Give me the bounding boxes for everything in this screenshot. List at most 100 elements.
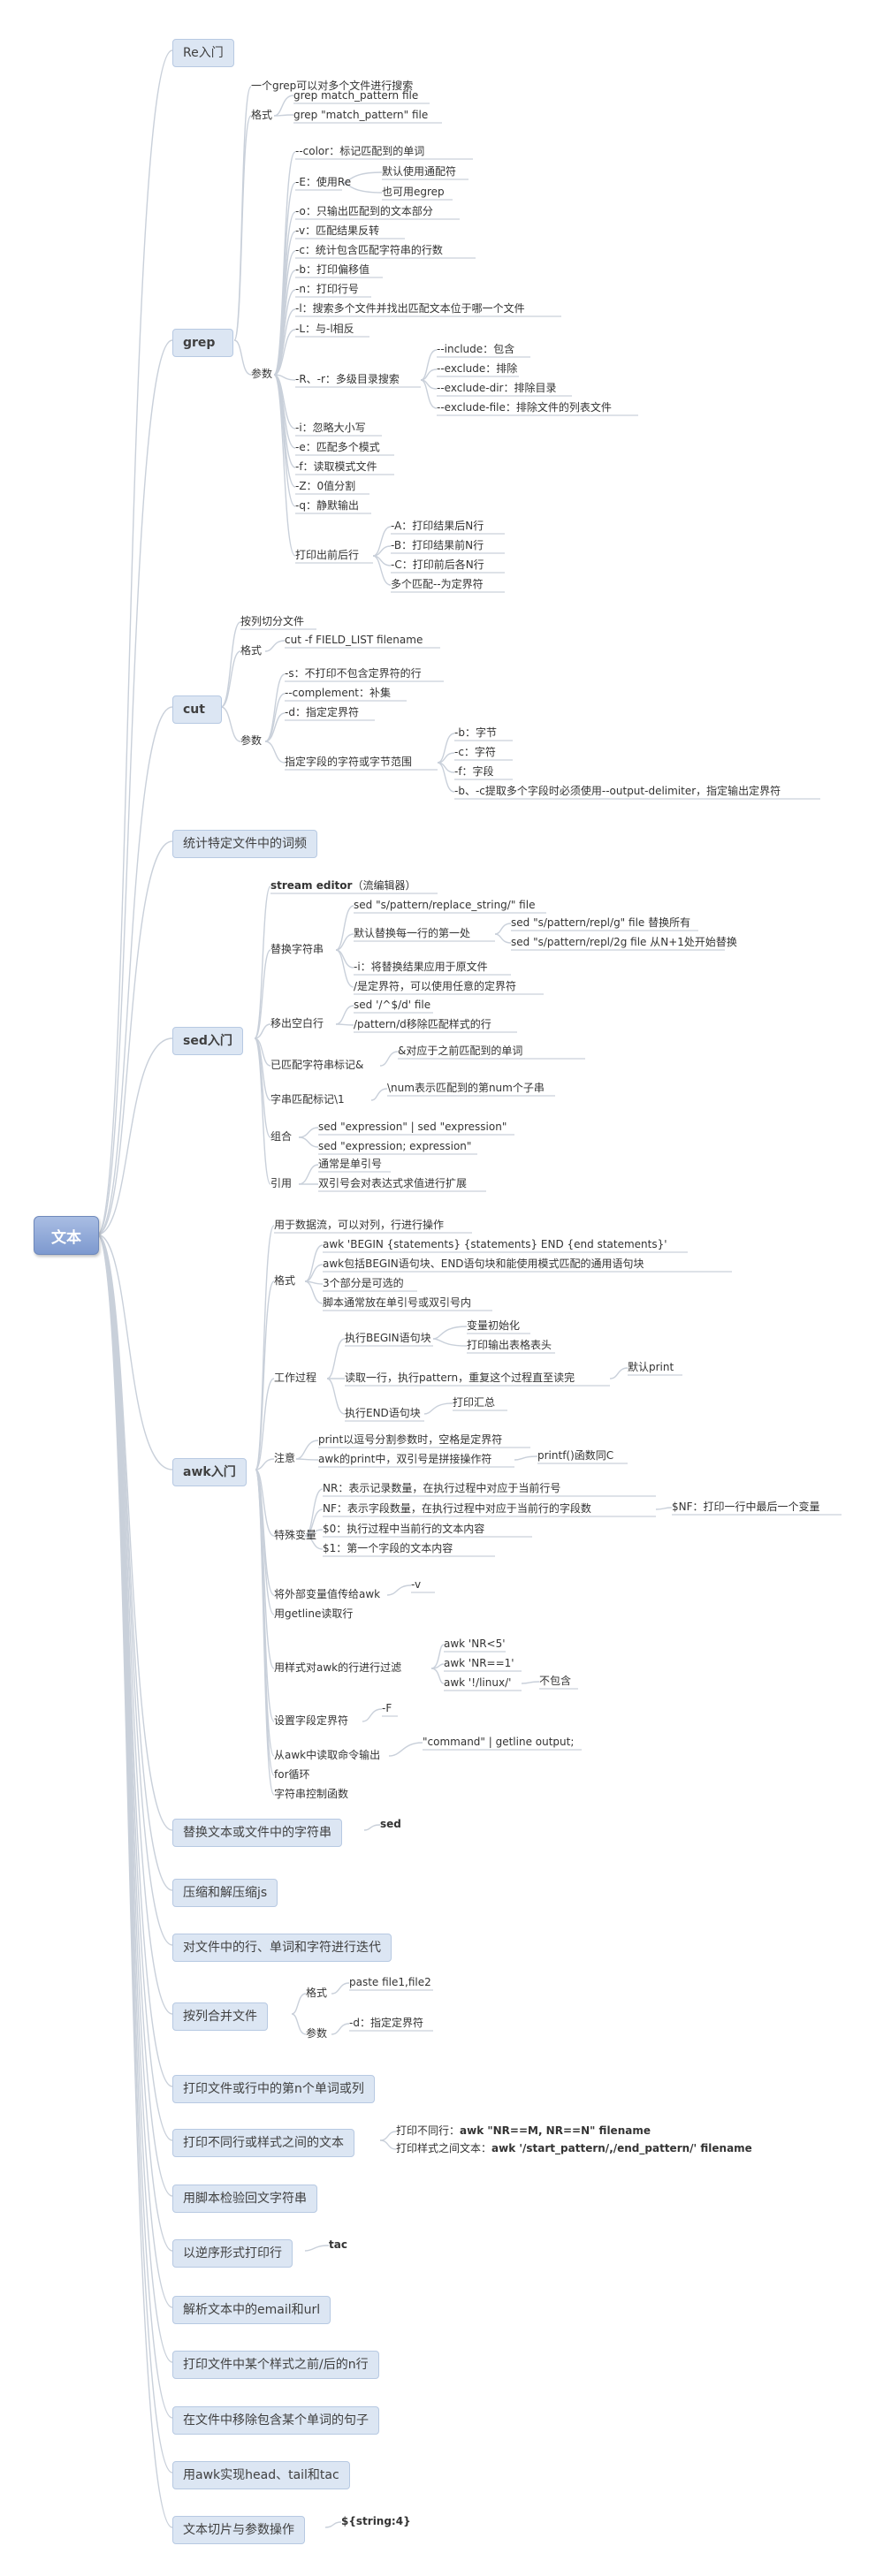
grep-format[interactable]: 格式 (251, 109, 273, 121)
awk-var-NF-last[interactable]: $NF：打印一行中最后一个变量 (672, 1501, 820, 1513)
awk-for-loop[interactable]: for循环 (274, 1768, 310, 1781)
awk-process-end-1[interactable]: 打印汇总 (453, 1396, 496, 1409)
grep-param-context[interactable]: 打印出前后行 (295, 549, 360, 561)
grep-param-L[interactable]: -L：与-l相反 (295, 323, 354, 335)
sed-replace-1[interactable]: sed "s/pattern/replace_string/" file (354, 899, 536, 911)
branch-replace[interactable]: 替换文本或文件中的字符串 (172, 1819, 342, 1847)
merge-param-d[interactable]: -d：指定定界符 (349, 2017, 423, 2029)
grep-param-E-2[interactable]: 也可用egrep (382, 186, 445, 198)
sed-replace[interactable]: 替换字符串 (270, 943, 324, 955)
merge-format[interactable]: 格式 (306, 1987, 328, 1999)
branch-before-after[interactable]: 打印文件中某个样式之前/后的n行 (172, 2351, 379, 2379)
awk-process-read-1[interactable]: 默认print (628, 1361, 674, 1373)
awk-format-2[interactable]: awk包括BEGIN语句块、END语句块和能使用模式匹配的通用语句块 (323, 1258, 644, 1270)
grep-param-R-exclude[interactable]: --exclude：排除 (437, 362, 518, 375)
awk-process-begin-2[interactable]: 打印输出表格表头 (467, 1339, 552, 1351)
awk-command-output-1[interactable]: "command" | getline output; (423, 1736, 575, 1748)
awk-vars[interactable]: 特殊变量 (274, 1529, 317, 1541)
sed-combo-1[interactable]: sed "expression" | sed "expression" (318, 1121, 507, 1133)
awk-external-var[interactable]: 将外部变量值传给awk (274, 1588, 381, 1600)
reverse-tac[interactable]: tac (329, 2238, 347, 2251)
branch-awk[interactable]: awk入门 (172, 1458, 247, 1486)
merge-format-1[interactable]: paste file1,file2 (349, 1976, 431, 1988)
sed-replace-4[interactable]: /是定界符，可以使用任意的定界符 (354, 980, 517, 992)
grep-param-i[interactable]: -i：忽略大小写 (295, 422, 366, 434)
awk-delimiter[interactable]: 设置字段定界符 (274, 1714, 349, 1727)
grep-format-1[interactable]: grep match_pattern file (293, 89, 419, 102)
sed-quote-1[interactable]: 通常是单引号 (318, 1158, 383, 1170)
branch-remove-sentence[interactable]: 在文件中移除包含某个单词的句子 (172, 2406, 379, 2435)
awk-external-var-v[interactable]: -v (411, 1578, 422, 1591)
sed-amp-1[interactable]: &对应于之前匹配到的单词 (398, 1045, 523, 1057)
awk-string-functions[interactable]: 字符串控制函数 (274, 1788, 349, 1800)
replace-sed[interactable]: sed (380, 1818, 401, 1830)
branch-sed[interactable]: sed入门 (172, 1027, 243, 1055)
awk-format-3[interactable]: 3个部分是可选的 (323, 1277, 404, 1289)
merge-params[interactable]: 参数 (306, 2027, 328, 2040)
between-patterns[interactable]: 打印样式之间文本：awk '/start_pattern/,/end_patte… (396, 2142, 752, 2154)
grep-param-R-exclude-dir[interactable]: --exclude-dir：排除目录 (437, 382, 557, 394)
cut-range-b[interactable]: -b：字节 (454, 726, 497, 739)
awk-delimiter-F[interactable]: -F (382, 1702, 392, 1714)
awk-var-0[interactable]: $0：执行过程中当前行的文本内容 (323, 1523, 485, 1535)
awk-var-1[interactable]: $1：第一个字段的文本内容 (323, 1542, 453, 1554)
branch-cut[interactable]: cut (172, 695, 222, 724)
cut-range-f[interactable]: -f：字段 (454, 765, 494, 778)
grep-param-o[interactable]: -o：只输出匹配到的文本部分 (295, 205, 433, 217)
awk-note-2[interactable]: awk的print中，双引号是拼接操作符 (318, 1453, 492, 1465)
slicing-expression[interactable]: ${string:4} (341, 2515, 411, 2527)
awk-filter[interactable]: 用样式对awk的行进行过滤 (274, 1661, 402, 1674)
grep-multi-file[interactable]: 一个grep可以对多个文件进行搜索 (251, 80, 414, 92)
grep-param-q[interactable]: -q：静默输出 (295, 499, 359, 512)
branch-palindrome[interactable]: 用脚本检验回文字符串 (172, 2185, 317, 2213)
sed-quote-2[interactable]: 双引号会对表达式求值进行扩展 (318, 1177, 468, 1189)
awk-process[interactable]: 工作过程 (274, 1372, 317, 1384)
cut-params[interactable]: 参数 (240, 734, 263, 747)
awk-note[interactable]: 注意 (274, 1452, 296, 1464)
grep-param-b[interactable]: -b：打印偏移值 (295, 263, 369, 276)
awk-intro[interactable]: 用于数据流，可以对列，行进行操作 (274, 1219, 445, 1231)
between-lines[interactable]: 打印不同行：awk "NR==M, NR==N" filename (396, 2124, 651, 2137)
grep-param-n[interactable]: -n：打印行号 (295, 283, 359, 295)
cut-range-bc[interactable]: -b、-c提取多个字段时必须使用--output-delimiter，指定输出定… (454, 785, 781, 797)
awk-format-1[interactable]: awk 'BEGIN {statements} {statements} END… (323, 1238, 667, 1250)
branch-nth-word[interactable]: 打印文件或行中的第n个单词或列 (172, 2075, 375, 2103)
branch-slicing[interactable]: 文本切片与参数操作 (172, 2516, 305, 2544)
cut-param-s[interactable]: -s：不打印不包含定界符的行 (285, 667, 422, 680)
branch-head-tail-tac[interactable]: 用awk实现head、tail和tac (172, 2461, 350, 2489)
awk-format[interactable]: 格式 (274, 1274, 296, 1287)
sed-combo[interactable]: 组合 (270, 1130, 293, 1143)
cut-format[interactable]: 格式 (240, 644, 263, 657)
awk-filter-3a[interactable]: 不包含 (539, 1675, 572, 1687)
cut-split[interactable]: 按列切分文件 (240, 615, 305, 627)
sed-blank-1[interactable]: sed '/^$/d' file (354, 999, 431, 1011)
sed-quote[interactable]: 引用 (270, 1177, 293, 1189)
grep-param-B[interactable]: -B：打印结果前N行 (391, 539, 484, 551)
sed-sub[interactable]: 字串匹配标记\1 (270, 1093, 345, 1106)
branch-re[interactable]: Re入门 (172, 39, 234, 67)
awk-filter-2[interactable]: awk 'NR==1' (444, 1657, 514, 1669)
branch-email-url[interactable]: 解析文本中的email和url (172, 2296, 331, 2324)
grep-format-2[interactable]: grep "match_pattern" file (293, 109, 429, 121)
grep-params[interactable]: 参数 (251, 368, 273, 380)
cut-range-c[interactable]: -c：字符 (454, 746, 496, 758)
cut-param-range[interactable]: 指定字段的字符或字节范围 (285, 756, 413, 768)
grep-param-multi-delim[interactable]: 多个匹配--为定界符 (391, 578, 484, 590)
sed-blank-2[interactable]: /pattern/d移除匹配样式的行 (354, 1018, 491, 1030)
sed-stream-editor[interactable]: stream editor（流编辑器） (270, 879, 416, 892)
sed-replace-2b[interactable]: sed "s/pattern/repl/2g file 从N+1处开始替换 (511, 936, 737, 948)
sed-combo-2[interactable]: sed "expression; expression" (318, 1140, 472, 1152)
grep-param-l[interactable]: -l：搜索多个文件并找出匹配文本位于哪一个文件 (295, 302, 525, 315)
grep-param-R-exclude-file[interactable]: --exclude-file：排除文件的列表文件 (437, 401, 612, 414)
branch-grep[interactable]: grep (172, 329, 233, 357)
awk-format-4[interactable]: 脚本通常放在单引号或双引号内 (323, 1296, 472, 1309)
grep-param-E[interactable]: -E：使用Re (295, 176, 352, 188)
sed-blank[interactable]: 移出空白行 (270, 1017, 324, 1030)
branch-reverse-lines[interactable]: 以逆序形式打印行 (172, 2239, 293, 2268)
grep-param-c[interactable]: -c：统计包含匹配字符串的行数 (295, 244, 443, 256)
grep-param-Z[interactable]: -Z：0值分割 (295, 480, 356, 492)
root-node[interactable]: 文本 (34, 1216, 99, 1255)
cut-param-complement[interactable]: --complement：补集 (285, 687, 392, 699)
grep-param-f[interactable]: -f：读取模式文件 (295, 460, 377, 473)
awk-process-begin-1[interactable]: 变量初始化 (467, 1319, 521, 1332)
